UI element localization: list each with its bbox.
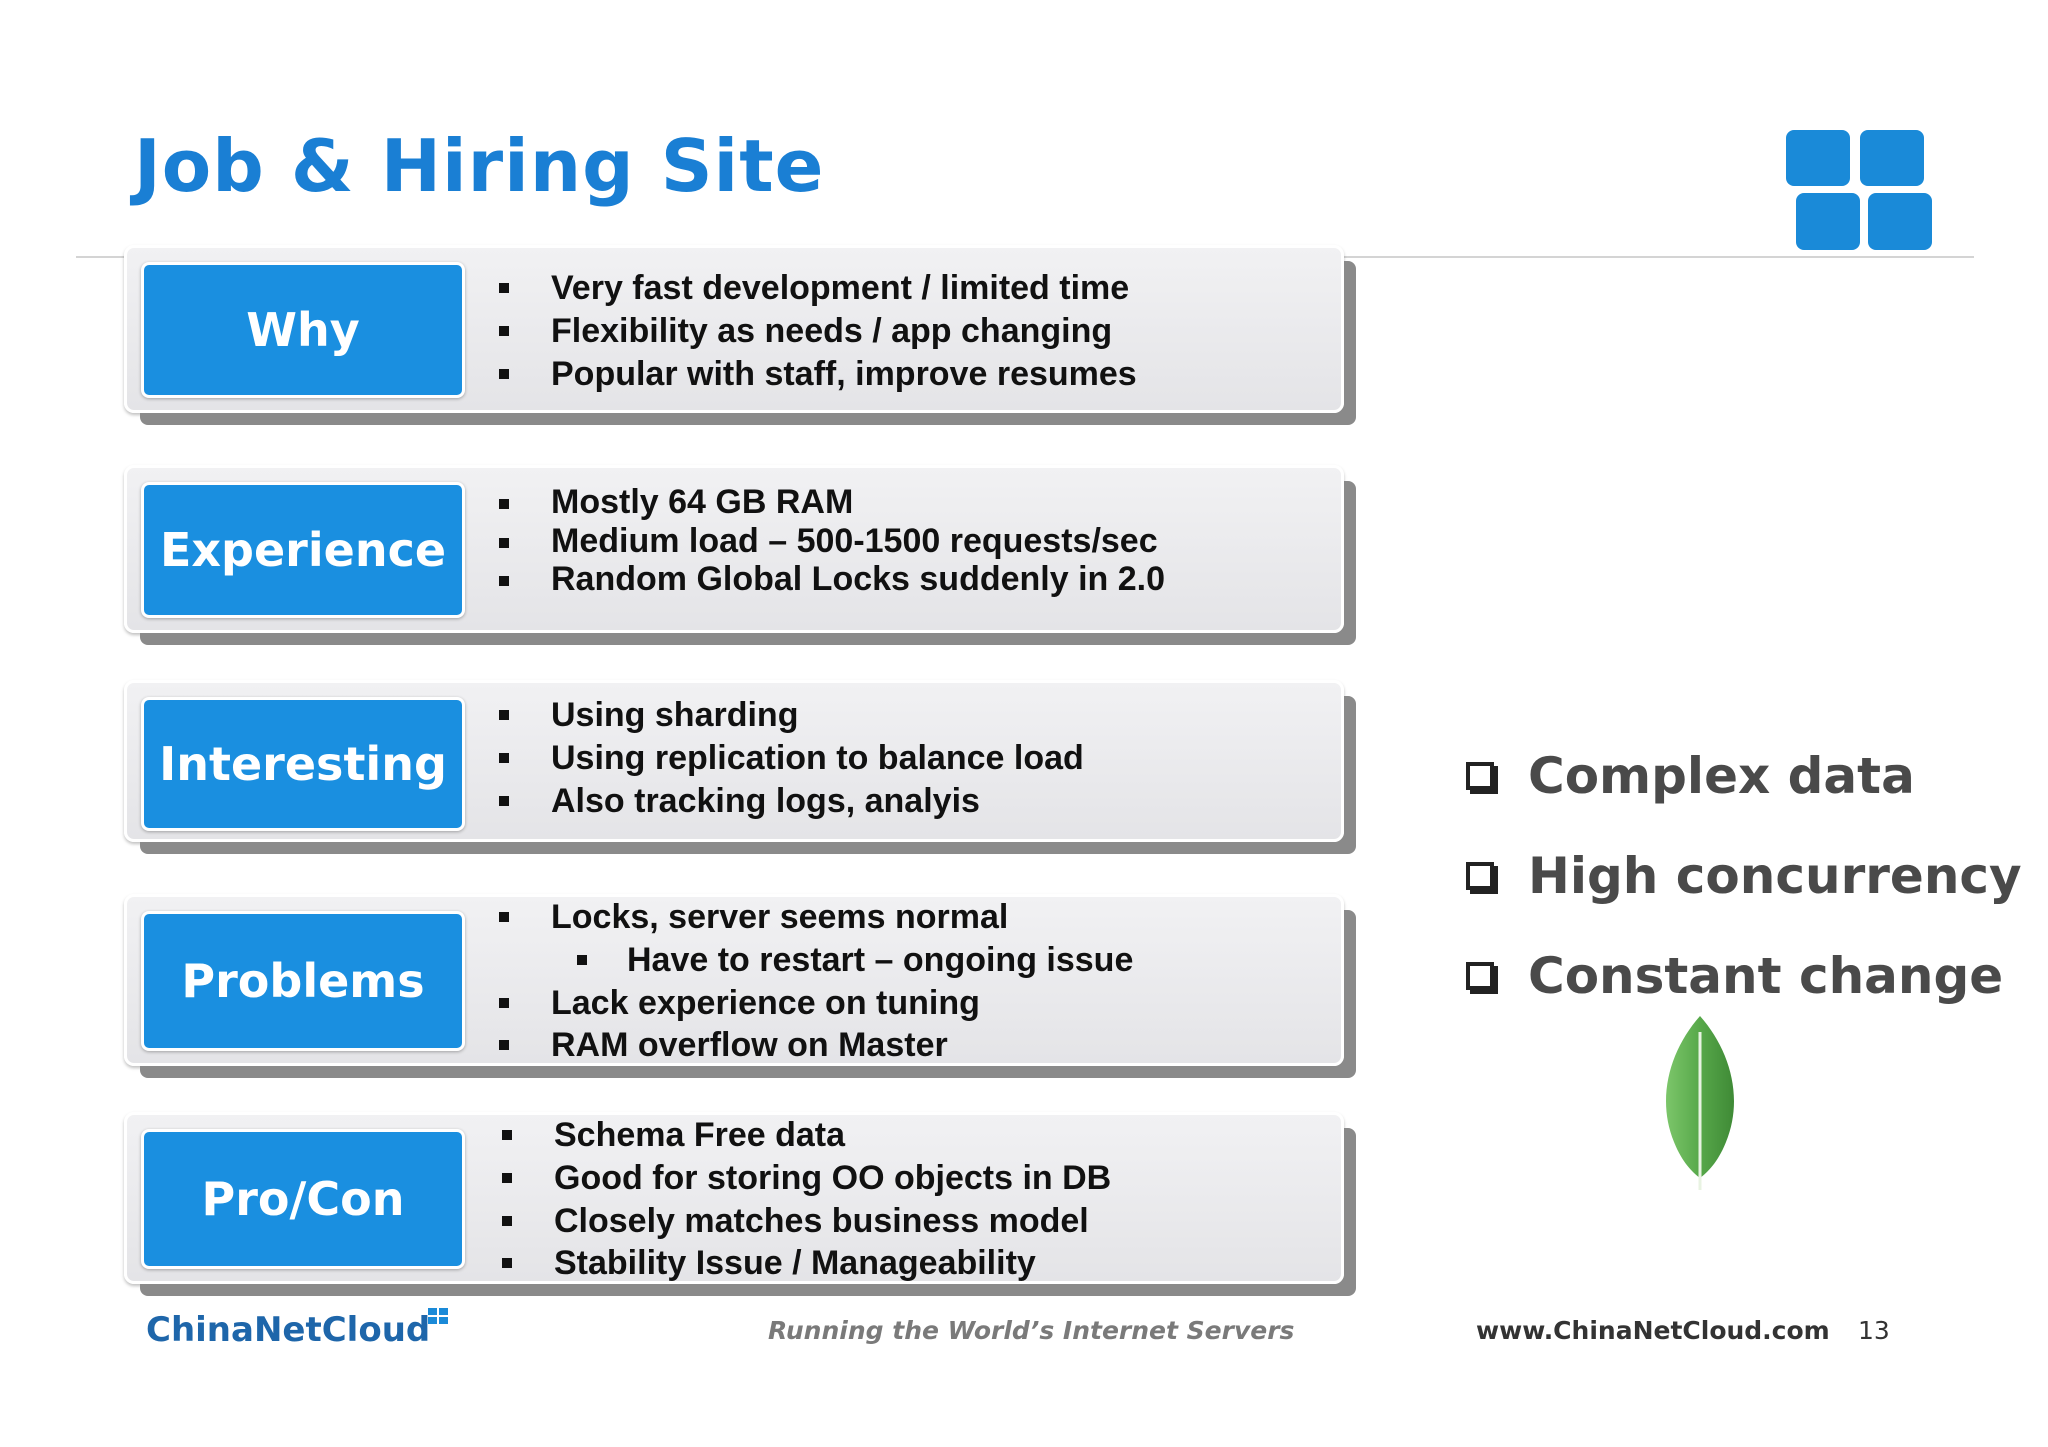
bullet-item: Locks, server seems normal bbox=[497, 897, 1133, 938]
feature-item: Constant change bbox=[1466, 926, 2022, 1026]
bullet-item: Using sharding bbox=[497, 695, 1084, 736]
footer-brand: ChinaNetCloud bbox=[146, 1310, 431, 1350]
feature-item: Complex data bbox=[1466, 726, 2022, 826]
row-pro-con: Pro/Con Schema Free data Good for storin… bbox=[124, 1112, 1344, 1284]
bullet-list-experience: Mostly 64 GB RAM Medium load – 500-1500 … bbox=[497, 484, 1165, 600]
bullet-list-interesting: Using sharding Using replication to bala… bbox=[497, 695, 1084, 823]
feature-label: High concurrency bbox=[1528, 847, 2022, 905]
chinanetcloud-squares-icon bbox=[1786, 130, 1932, 250]
bullet-item: Very fast development / limited time bbox=[497, 268, 1137, 309]
bullet-item: Also tracking logs, analyis bbox=[497, 781, 1084, 822]
bullet-item: Good for storing OO objects in DB bbox=[500, 1158, 1111, 1199]
row-problems: Problems Locks, server seems normal Have… bbox=[124, 894, 1344, 1066]
checkbox-icon bbox=[1466, 762, 1494, 790]
slide-title: Job & Hiring Site bbox=[134, 124, 825, 208]
bullet-item: Popular with staff, improve resumes bbox=[497, 354, 1137, 395]
row-interesting: Interesting Using sharding Using replica… bbox=[124, 680, 1344, 842]
row-label-why: Why bbox=[141, 262, 465, 398]
feature-checklist: Complex data High concurrency Constant c… bbox=[1466, 726, 2022, 1026]
feature-item: High concurrency bbox=[1466, 826, 2022, 926]
bullet-item: Flexibility as needs / app changing bbox=[497, 311, 1137, 352]
bullet-item: Lack experience on tuning bbox=[497, 983, 1133, 1024]
sub-bullet-item: Have to restart – ongoing issue bbox=[497, 940, 1133, 981]
mongodb-leaf-icon bbox=[1666, 1016, 1734, 1190]
bullet-list-pro-con: Schema Free data Good for storing OO obj… bbox=[500, 1115, 1111, 1286]
bullet-item: Schema Free data bbox=[500, 1115, 1111, 1156]
bullet-item: Random Global Locks suddenly in 2.0 bbox=[497, 561, 1165, 598]
bullet-item: Medium load – 500-1500 requests/sec bbox=[497, 522, 1165, 560]
bullet-list-problems: Locks, server seems normal Have to resta… bbox=[497, 897, 1133, 1068]
bullet-item: Mostly 64 GB RAM bbox=[497, 484, 1165, 521]
bullet-item: Stability Issue / Manageability bbox=[500, 1243, 1111, 1284]
page-number: 13 bbox=[1858, 1316, 1890, 1345]
bullet-item: Closely matches business model bbox=[500, 1201, 1111, 1242]
footer-tagline: Running the World’s Internet Servers bbox=[768, 1316, 1295, 1345]
checkbox-icon bbox=[1466, 862, 1494, 890]
row-label-pro-con: Pro/Con bbox=[141, 1129, 465, 1269]
feature-label: Complex data bbox=[1528, 747, 1915, 805]
feature-label: Constant change bbox=[1528, 947, 2004, 1005]
bullet-item: RAM overflow on Master bbox=[497, 1025, 1133, 1066]
row-label-interesting: Interesting bbox=[141, 697, 465, 831]
row-why: Why Very fast development / limited time… bbox=[124, 245, 1344, 413]
bullet-item: Using replication to balance load bbox=[497, 738, 1084, 779]
bullet-list-why: Very fast development / limited time Fle… bbox=[497, 268, 1137, 396]
row-experience: Experience Mostly 64 GB RAM Medium load … bbox=[124, 465, 1344, 633]
brand-squares-icon bbox=[428, 1308, 448, 1324]
row-label-problems: Problems bbox=[141, 911, 465, 1051]
footer-url: www.ChinaNetCloud.com bbox=[1476, 1316, 1830, 1345]
row-label-experience: Experience bbox=[141, 482, 465, 618]
checkbox-icon bbox=[1466, 962, 1494, 990]
